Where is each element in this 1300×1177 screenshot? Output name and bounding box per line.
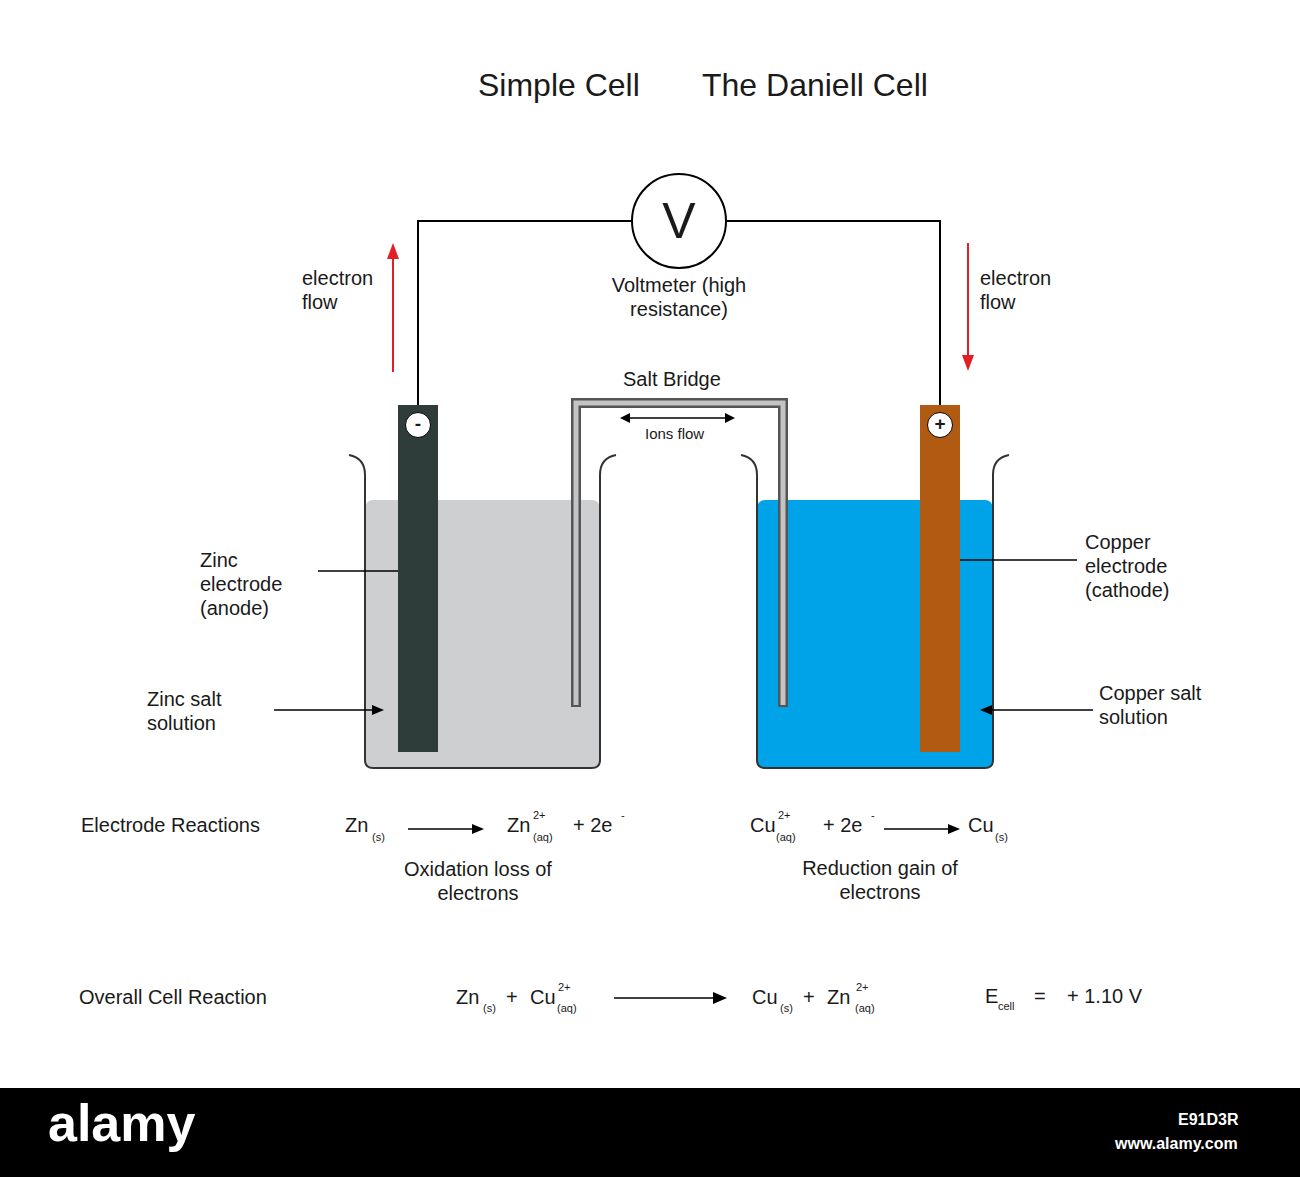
watermark: www.alamy.com <box>1115 1134 1238 1153</box>
label-text: 2+ <box>533 809 546 822</box>
label-text: Ions flow <box>645 425 704 443</box>
meter-label: Voltmeter (high resistance) <box>593 273 765 321</box>
wire <box>418 221 631 405</box>
footer-bar <box>0 1088 1300 1177</box>
label-text: (s) <box>780 1002 793 1015</box>
polarity-circle: + <box>927 412 953 438</box>
label-text: (s) <box>483 1002 496 1015</box>
label-text: Oxidation loss of electrons <box>393 857 563 905</box>
label-text: Overall Cell Reaction <box>79 985 267 1009</box>
leader-line <box>957 559 1077 561</box>
label-text: (aq) <box>776 831 796 844</box>
electron-arrow <box>392 256 394 372</box>
label-text: (aq) <box>557 1002 577 1015</box>
arrow-head <box>620 413 630 423</box>
arrow-head <box>948 824 960 834</box>
label-text: Cu <box>750 813 776 837</box>
label-text: + <box>803 985 815 1009</box>
meter-symbol: V <box>633 175 725 267</box>
label-text: Salt Bridge <box>623 367 721 391</box>
label-text: Zinc salt solution <box>147 687 269 735</box>
label-text: Cu <box>530 985 556 1009</box>
label-text: (aq) <box>855 1002 875 1015</box>
arrow-head <box>387 243 399 259</box>
wire <box>727 221 940 405</box>
salt-bridge-core <box>576 403 783 705</box>
reaction-arrow <box>408 828 474 830</box>
label-text: = <box>1034 984 1046 1008</box>
ions-arrow <box>628 417 727 419</box>
leader-line <box>274 709 374 711</box>
salt-bridge <box>576 403 783 707</box>
reaction-arrow <box>614 997 715 999</box>
arrow-head <box>472 824 484 834</box>
label-text: Zn <box>507 813 530 837</box>
label-text: + <box>506 985 518 1009</box>
label-text: - <box>871 809 875 822</box>
arrow-head <box>962 355 974 371</box>
label-text: (s) <box>372 831 385 844</box>
label-text: + 2e <box>573 813 612 837</box>
leader-line <box>990 709 1093 711</box>
arrow-head <box>713 992 727 1004</box>
copper-electrode: + <box>920 405 960 752</box>
label-text: Zn <box>456 985 479 1009</box>
label-text: 2+ <box>856 981 869 994</box>
label-text: + 1.10 V <box>1067 984 1142 1008</box>
label-text: E <box>985 984 998 1008</box>
label-text: Copper electrode (cathode) <box>1085 530 1197 602</box>
label-text: - <box>621 809 625 822</box>
label-text: 2+ <box>558 981 571 994</box>
arrow-head <box>725 413 735 423</box>
label-text: Cu <box>968 813 994 837</box>
label-text: 2+ <box>778 809 791 822</box>
label-text: Reduction gain of electrons <box>795 856 965 904</box>
label-text: Electrode Reactions <box>81 813 260 837</box>
polarity-circle: - <box>405 412 431 438</box>
polarity-sign: + <box>928 413 952 437</box>
label-text: cell <box>998 1000 1015 1013</box>
watermark: alamy <box>48 1092 195 1154</box>
polarity-sign: - <box>406 413 430 437</box>
electron-arrow <box>967 243 969 358</box>
reaction-arrow <box>884 828 950 830</box>
label-text: Zinc electrode (anode) <box>200 548 304 620</box>
watermark: E91D3R <box>1178 1110 1238 1129</box>
arrow-head <box>372 705 384 715</box>
label-text: Zn <box>827 985 850 1009</box>
label-text: electron flow <box>302 266 394 314</box>
label-text: Zn <box>345 813 368 837</box>
voltmeter-circle: VVoltmeter (high resistance) <box>631 173 727 269</box>
arrow-head <box>980 705 992 715</box>
label-text: Copper salt solution <box>1099 681 1227 729</box>
zinc-electrode: - <box>398 405 438 752</box>
label-text: Cu <box>752 985 778 1009</box>
label-text: The Daniell Cell <box>702 66 928 104</box>
label-text: (s) <box>995 831 1008 844</box>
diagram-title: Simple Cell <box>478 66 640 104</box>
label-text: electron flow <box>980 266 1072 314</box>
label-text: (aq) <box>533 831 553 844</box>
label-text: + 2e <box>823 813 862 837</box>
